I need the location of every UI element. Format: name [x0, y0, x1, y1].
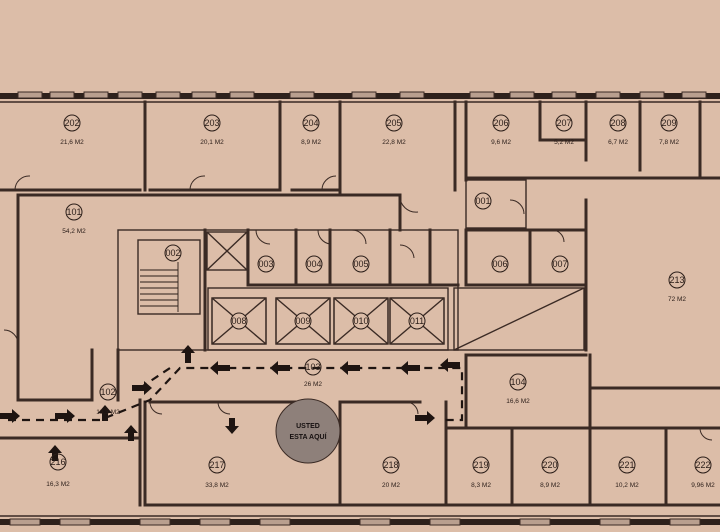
staircase [137, 239, 201, 315]
elevator-010: 010 [353, 316, 368, 326]
service-room-circle [164, 244, 182, 262]
room-number-221: 221 [619, 460, 634, 470]
service-room-001: 001 [475, 196, 490, 206]
service-room-002: 002 [165, 248, 180, 258]
service-room-004: 004 [306, 259, 321, 269]
room-number-circle [99, 383, 117, 401]
room-number-104: 104 [510, 377, 525, 387]
room-number-circle [668, 271, 686, 289]
room-number-213: 213 [669, 275, 684, 285]
service-room-005: 005 [353, 259, 368, 269]
you-are-here-line2: ESTA AQUÍ [289, 432, 327, 441]
room-area-216: 16,3 M2 [46, 481, 70, 488]
service-room-labels: 001 002 003 004 005 006 007 [164, 192, 569, 273]
room-area-101: 54,2 M2 [62, 228, 86, 235]
room-area-219: 8,3 M2 [471, 482, 491, 489]
room-number-circle [49, 453, 67, 471]
room-area-104: 16,6 M2 [506, 398, 530, 405]
room-number-101: 101 [66, 207, 81, 217]
door-swings [3, 175, 713, 441]
room-area-204: 8,9 M2 [301, 139, 321, 146]
elevator-circle [294, 312, 312, 330]
elevator-circle [408, 312, 426, 330]
room-area-220: 8,9 M2 [540, 482, 560, 489]
room-number-217: 217 [209, 460, 224, 470]
elevator-circle [230, 312, 248, 330]
room-area-102: 13,3 M2 [96, 409, 120, 416]
room-number-203: 203 [204, 118, 219, 128]
service-room-003: 003 [258, 259, 273, 269]
room-number-circle [618, 456, 636, 474]
room-number-220: 220 [542, 460, 557, 470]
arrows [0, 345, 460, 461]
room-area-213: 72 M2 [668, 296, 686, 303]
room-number-204: 204 [303, 118, 318, 128]
room-number-103: 103 [305, 362, 320, 372]
room-number-205: 205 [386, 118, 401, 128]
room-number-circle [382, 456, 400, 474]
room-number-circle [203, 114, 221, 132]
elevator-008: 008 [231, 316, 246, 326]
room-number-218: 218 [383, 460, 398, 470]
room-number-circle [541, 456, 559, 474]
service-room-007: 007 [552, 259, 567, 269]
room-area-207: 5,2 M2 [554, 139, 574, 146]
you-are-here-line1: USTED [296, 423, 320, 430]
room-area-217: 33,8 M2 [205, 482, 229, 489]
room-area-202: 21,6 M2 [60, 139, 84, 146]
room-number-circle [694, 456, 712, 474]
room-number-circle [555, 114, 573, 132]
room-number-circle [208, 456, 226, 474]
room-number-206: 206 [493, 118, 508, 128]
service-room-circle [551, 255, 569, 273]
room-number-216: 216 [50, 457, 65, 467]
room-number-circle [509, 373, 527, 391]
room-area-205: 22,8 M2 [382, 139, 406, 146]
room-number-circle [472, 456, 490, 474]
room-number-208: 208 [610, 118, 625, 128]
service-room-circle [305, 255, 323, 273]
elevator-circle [352, 312, 370, 330]
room-number-circle [660, 114, 678, 132]
room-number-circle [65, 203, 83, 221]
room-number-circle [609, 114, 627, 132]
room-number-202: 202 [64, 118, 79, 128]
room-number-219: 219 [473, 460, 488, 470]
room-number-102: 102 [100, 387, 115, 397]
you-are-here-marker: USTED ESTA AQUÍ [275, 398, 341, 464]
elevator-011: 011 [410, 316, 424, 326]
top-row-walls [0, 100, 720, 197]
service-room-006: 006 [492, 259, 507, 269]
room-number-circle [492, 114, 510, 132]
room-number-circle [304, 358, 322, 376]
room-labels: 202 21,6 M2 203 20,1 M2 204 8,9 M2 205 22,8 M2 2… [46, 114, 715, 489]
lower-walls [0, 348, 720, 507]
room-number-209: 209 [661, 118, 676, 128]
room-area-218: 20 M2 [382, 482, 400, 489]
room-number-207: 207 [556, 118, 571, 128]
room-area-206: 9,6 M2 [491, 139, 511, 146]
room-area-103: 26 M2 [304, 381, 322, 388]
room-number-circle [385, 114, 403, 132]
windows-bottom [9, 518, 701, 526]
service-room-circle [352, 255, 370, 273]
room-area-208: 6,7 M2 [608, 139, 628, 146]
room-number-circle [63, 114, 81, 132]
service-room-circle [257, 255, 275, 273]
elevator-009: 009 [295, 316, 310, 326]
service-room-circle [474, 192, 492, 210]
room-number-circle [302, 114, 320, 132]
room-area-203: 20,1 M2 [200, 139, 224, 146]
room-area-221: 10,2 M2 [615, 482, 639, 489]
service-room-circle [491, 255, 509, 273]
core-walls [16, 179, 588, 402]
windows-top [17, 91, 707, 99]
room-area-222: 9,96 M2 [691, 482, 715, 489]
room-number-222: 222 [695, 460, 710, 470]
elevator-labels: 008 009 010 011 [230, 312, 426, 330]
room-area-209: 7,8 M2 [659, 139, 679, 146]
